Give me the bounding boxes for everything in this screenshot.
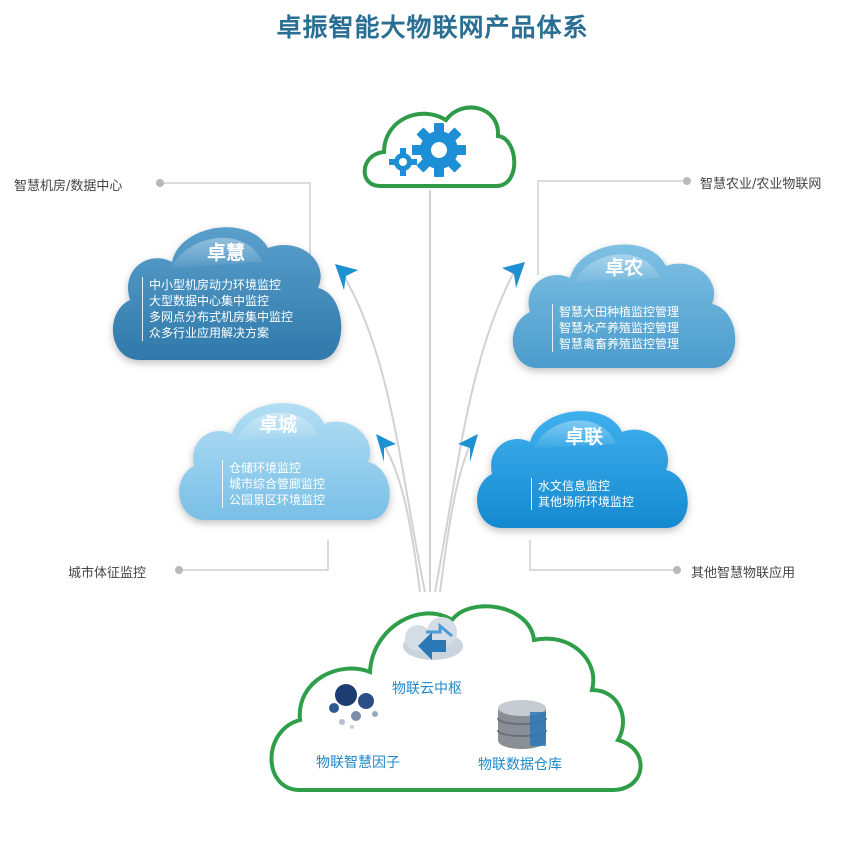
label-smart-agriculture: 智慧农业/农业物联网 [700, 177, 822, 192]
flow-line-to-lian [439, 444, 471, 593]
arrow-to-nong-icon [502, 262, 525, 288]
list-item: 中小型机房动力环境监控 [149, 278, 282, 292]
connector-top-left [160, 182, 311, 275]
list-item: 城市综合管廊监控 [229, 477, 326, 491]
flow-curves [343, 190, 515, 593]
list-item: 仓储环境监控 [229, 461, 302, 475]
list-item: 多网点分布式机房集中监控 [149, 310, 294, 324]
connector-dot-bottom-right [673, 566, 681, 574]
cloud-cheng [179, 403, 390, 520]
hub-cloud-outline [269, 604, 643, 792]
label-city-monitoring: 城市体征监控 [68, 566, 147, 581]
arrowheads [335, 262, 525, 462]
side-connectors [156, 177, 691, 574]
list-item: 智慧禽畜养殖监控管理 [559, 337, 680, 351]
flow-line-to-nong [434, 271, 515, 593]
hub-data-warehouse-label: 物联数据仓库 [478, 757, 562, 773]
hub-cloud-center-label: 物联云中枢 [392, 681, 462, 697]
list-item: 公园景区环境监控 [229, 493, 326, 507]
connector-dot-top-left [156, 179, 164, 187]
cloud-nong-heading: 卓农 [604, 257, 643, 279]
cloud-lian-list: 水文信息监控 其他场所环境监控 [531, 478, 634, 510]
cloud-cheng-heading: 卓城 [258, 414, 297, 436]
list-item: 智慧水产养殖监控管理 [559, 321, 680, 335]
cloud-exchange-icon [403, 617, 463, 660]
connector-dot-bottom-left [175, 566, 183, 574]
gears-cloud [362, 105, 517, 188]
label-other-iot: 其他智慧物联应用 [691, 566, 796, 581]
cloud-lian-heading: 卓联 [564, 426, 603, 448]
database-server-icon [497, 700, 547, 749]
cloud-hui-list: 中小型机房动力环境监控 大型数据中心集中监控 多网点分布式机房集中监控 众多行业… [142, 277, 293, 341]
page-title: 卓振智能大物联网产品体系 [276, 13, 589, 42]
hub-cloud [269, 604, 643, 792]
arrow-to-hui-icon [335, 264, 358, 290]
label-smart-datacenter: 智慧机房/数据中心 [14, 179, 123, 194]
list-item: 众多行业应用解决方案 [149, 326, 270, 340]
arrow-to-lian-icon [458, 434, 478, 462]
connector-bottom-left [179, 540, 329, 571]
cloud-hui [112, 227, 342, 360]
cloud-lian [477, 411, 688, 528]
connector-top-right [537, 180, 687, 275]
list-item: 大型数据中心集中监控 [149, 294, 270, 308]
cloud-nong-list: 智慧大田种植监控管理 智慧水产养殖监控管理 智慧禽畜养殖监控管理 [552, 304, 679, 352]
list-item: 智慧大田种植监控管理 [559, 305, 680, 319]
list-item: 其他场所环境监控 [538, 495, 635, 509]
connector-bottom-right [529, 540, 677, 571]
dots-cluster-icon [329, 684, 378, 729]
arrow-to-cheng-icon [376, 434, 396, 462]
gears-icon [389, 123, 466, 177]
connector-dot-top-right [683, 177, 691, 185]
cloud-cheng-list: 仓储环境监控 城市综合管廊监控 公园景区环境监控 [222, 460, 325, 508]
cloud-nong [512, 244, 736, 368]
cloud-hui-heading: 卓慧 [206, 242, 245, 264]
flow-line-to-hui [343, 275, 426, 593]
flow-line-to-cheng [383, 444, 421, 593]
list-item: 水文信息监控 [538, 479, 611, 493]
hub-smart-factor-label: 物联智慧因子 [316, 755, 400, 771]
